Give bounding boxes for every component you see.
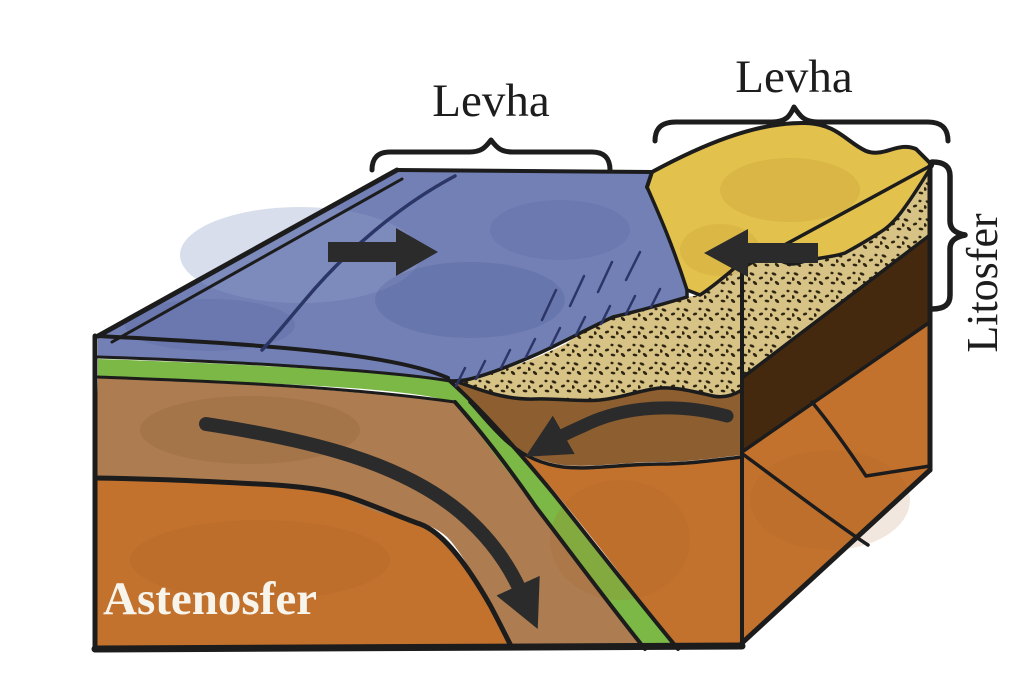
ocean-plate-top [98, 170, 687, 381]
asthenosphere-side-face [742, 322, 930, 643]
continental-plate-arrow [704, 229, 818, 277]
shelf-edge-arc [260, 174, 457, 352]
mantle-wedge [452, 383, 742, 648]
block-linework [91, 120, 934, 653]
annotation-braces [369, 104, 968, 312]
slab-green-lower-edge [453, 400, 647, 651]
top-left-ridge-edge-inner [110, 177, 404, 344]
continent-front-boundary [685, 164, 934, 297]
mantle-wedge-arrow [525, 401, 734, 457]
oceanic-plate-arrow [328, 228, 438, 276]
side-slab-line-upper [810, 400, 932, 478]
bottom-edge [91, 642, 746, 653]
label-levha-right: Levha [735, 51, 853, 103]
brace-levha-left [369, 137, 613, 173]
side-stipple-brown-boundary [740, 233, 932, 380]
brace-litosfer [929, 159, 968, 312]
lithospheric-mantle-side-face [742, 235, 930, 452]
ocean-green-boundary [96, 355, 452, 383]
seafloor-slope-detail [260, 174, 662, 388]
motion-arrows [199, 228, 818, 629]
side-slab-line-lower [742, 453, 870, 547]
cut-corner-edge [739, 467, 933, 646]
subducting-slab-arrow [199, 417, 540, 629]
ocean-continent-boundary [645, 185, 689, 299]
brace-levha-right [652, 104, 951, 144]
top-left-ridge-edge [95, 167, 400, 339]
label-levha-left: Levha [432, 75, 550, 127]
green-mantle-boundary [96, 375, 457, 404]
side-brown-orange-boundary [740, 320, 932, 454]
slab-bottom-line [92, 475, 515, 651]
continent-surface-outline [645, 120, 934, 189]
continental-slope-boundary [448, 295, 689, 383]
back-edge [395, 168, 654, 174]
stipple-bottom-boundary [453, 379, 744, 403]
label-litosfer: Litosfer [958, 213, 1007, 353]
label-astenosfer: Astenosfer [103, 573, 317, 625]
continental-crust-stipple [455, 166, 932, 401]
slab-top-edge [448, 379, 680, 651]
front-top-edge [96, 334, 450, 380]
brown-band-bottom-boundary [468, 400, 744, 470]
